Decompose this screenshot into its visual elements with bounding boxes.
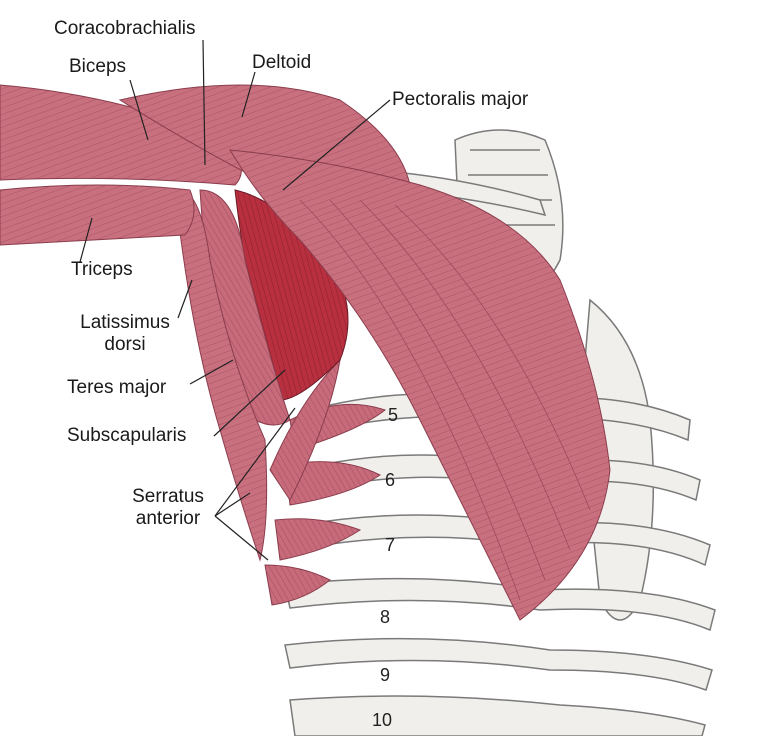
triceps [0,184,195,246]
label-serratus-anterior: Serratus anterior [118,486,218,530]
label-serratus-line2: anterior [135,508,201,529]
latissimus-dorsi [174,189,268,562]
rib-number-10: 10 [372,710,393,730]
label-subscapularis: Subscapularis [67,425,187,446]
rib-9 [284,637,713,691]
label-pectoralis-major: Pectoralis major [392,89,529,110]
rib-10 [289,695,706,736]
leader-lines [79,39,391,561]
label-coracobrachialis: Coracobrachialis [54,18,196,39]
label-deltoid: Deltoid [252,52,312,73]
label-latissimus-line2: dorsi [104,334,146,355]
rib-number-7: 7 [385,535,396,555]
label-serratus-line1: Serratus [132,486,204,507]
label-biceps: Biceps [69,56,127,77]
label-latissimus-line1: Latissimus [80,312,170,333]
label-teres-major: Teres major [67,377,167,398]
rib-number-9: 9 [380,665,391,685]
label-latissimus-dorsi: Latissimus dorsi [70,312,180,356]
label-triceps: Triceps [71,259,133,280]
rib-number-8: 8 [380,607,391,627]
pectoralis-major [229,149,611,621]
rib-number-6: 6 [385,470,396,490]
rib-number-5: 5 [388,405,399,425]
rib-8 [284,577,716,632]
